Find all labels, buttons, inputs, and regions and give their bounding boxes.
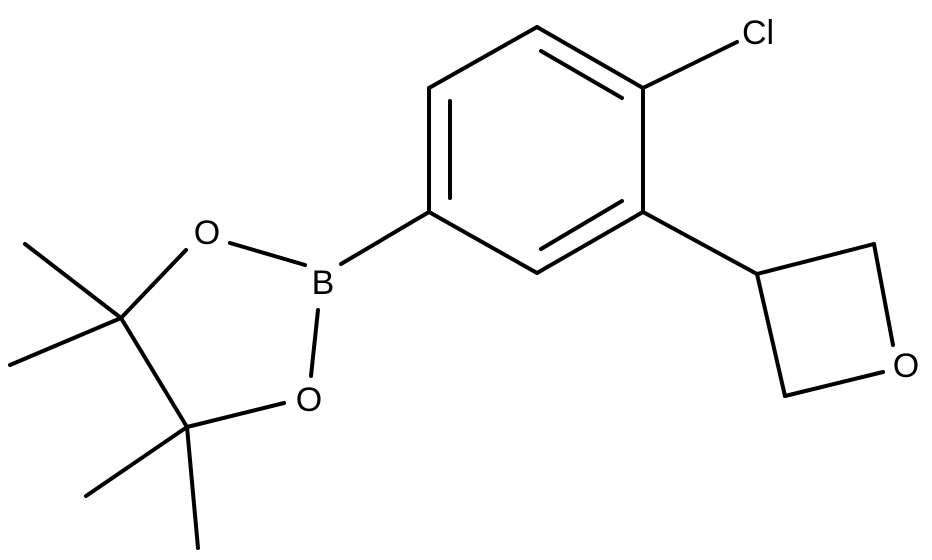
oxetane-bond-bottom — [783, 370, 885, 398]
bond-oxygen-lower-carbon — [185, 401, 286, 429]
bond-carbon-carbon — [119, 316, 189, 429]
benzene-bond-c4-c5 — [427, 210, 539, 275]
methyl-bond-upper-2 — [8, 316, 123, 367]
oxygen-upper-label: O — [194, 214, 220, 252]
benzene-bond-c6-c1 — [427, 25, 539, 90]
benzene-ring — [427, 25, 645, 275]
benzene-bond-c3-c4 — [535, 210, 645, 275]
methyl-bond-upper-1 — [23, 242, 123, 320]
pinacol-boronate: B O O — [8, 210, 431, 550]
oxetane-bond-right — [872, 242, 895, 347]
bond-c3-oxetane — [641, 210, 759, 276]
methyl-bond-lower-1 — [84, 425, 189, 498]
benzene-bond-c1-c2 — [535, 25, 645, 90]
boron-atom-label: B — [312, 264, 335, 302]
bond-boron-oxygen-lower — [309, 308, 320, 378]
bond-boron-oxygen-upper — [228, 241, 307, 267]
oxetane-oxygen-label: O — [893, 347, 919, 385]
benzene-inner-double-bond-top — [539, 49, 624, 100]
methyl-bond-lower-2 — [185, 425, 200, 550]
chlorine-atom-label: Cl — [742, 14, 774, 52]
oxetane-bond-left — [755, 272, 787, 398]
bond-c2-chlorine — [641, 40, 739, 90]
benzene-inner-double-bond-bottom — [539, 199, 624, 251]
bond-oxygen-upper-carbon — [119, 248, 188, 320]
bond-c5-boron — [339, 210, 431, 266]
chloro-substituent: Cl — [641, 14, 774, 90]
oxygen-lower-label: O — [296, 381, 322, 419]
oxetane-substituent: O — [641, 210, 919, 398]
oxetane-bond-top — [755, 242, 876, 276]
